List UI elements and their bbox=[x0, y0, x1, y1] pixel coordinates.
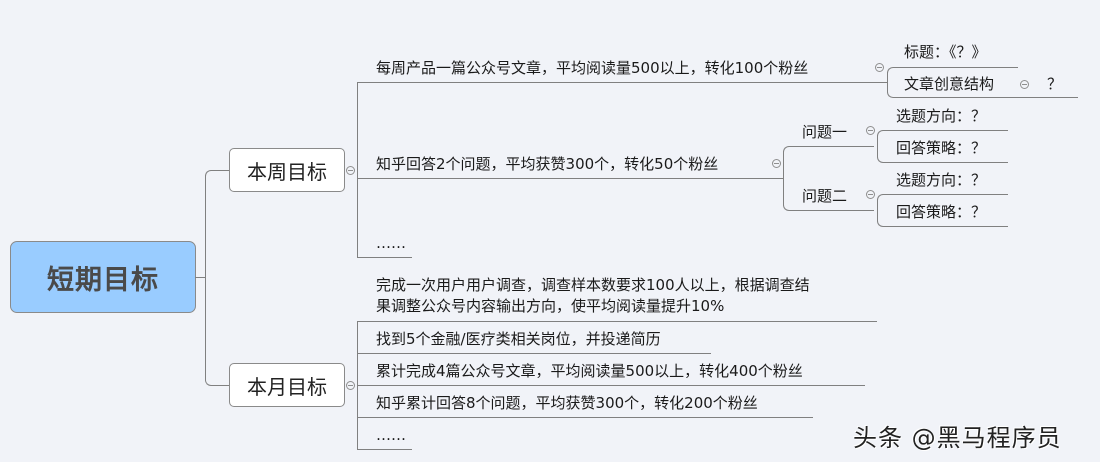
collapse-question-1-icon[interactable] bbox=[866, 126, 875, 135]
node-weekly-goals-label: 本周目标 bbox=[247, 159, 327, 184]
question-2[interactable]: 问题二 bbox=[802, 187, 848, 205]
node-monthly-goals-label: 本月目标 bbox=[247, 374, 327, 399]
collapse-structure-icon[interactable] bbox=[1020, 80, 1029, 89]
connector-q1-top bbox=[877, 130, 1008, 147]
connector-root bbox=[195, 277, 205, 278]
weekly-item-ellipsis[interactable]: …… bbox=[376, 234, 406, 252]
connector-q1-bottom bbox=[877, 146, 1008, 163]
collapse-weekly-item-1-icon[interactable] bbox=[875, 63, 884, 72]
monthly-item-1-line-1: 完成一次用户用户调查，调查样本数要求100人以上，根据调查结 bbox=[376, 276, 810, 294]
question-1-strategy[interactable]: 回答策略：？ bbox=[896, 139, 987, 157]
connector-weekly-vertical bbox=[357, 82, 358, 257]
monthly-item-4[interactable]: 知乎累计回答8个问题，平均获赞300个，转化200个粉丝 bbox=[376, 394, 758, 412]
connector-q2-top bbox=[877, 194, 1008, 211]
question-1[interactable]: 问题一 bbox=[802, 123, 848, 141]
monthly-item-5-underline bbox=[357, 449, 412, 450]
weekly-item-1-child-title[interactable]: 标题：《？》 bbox=[904, 43, 987, 61]
collapse-weekly-icon[interactable] bbox=[346, 166, 355, 175]
monthly-item-3[interactable]: 累计完成4篇公众号文章，平均阅读量500以上，转化400个粉丝 bbox=[376, 362, 803, 380]
connector-questions-top bbox=[783, 146, 874, 179]
monthly-item-1[interactable]: 完成一次用户用户调查，调查样本数要求100人以上，根据调查结 果调整公众号内容输… bbox=[376, 275, 876, 317]
weekly-item-1-child-structure[interactable]: 文章创意结构 bbox=[904, 75, 995, 93]
connector-trunk-top bbox=[205, 170, 230, 278]
question-2-topic[interactable]: 选题方向：？ bbox=[896, 171, 987, 189]
weekly-item-2[interactable]: 知乎回答2个问题，平均获赞300个，转化50个粉丝 bbox=[376, 155, 719, 173]
collapse-question-2-icon[interactable] bbox=[866, 190, 875, 199]
connector-questions-bottom bbox=[783, 178, 874, 211]
node-weekly-goals[interactable]: 本周目标 bbox=[229, 148, 345, 192]
root-node-label: 短期目标 bbox=[47, 264, 159, 296]
question-1-topic[interactable]: 选题方向：？ bbox=[896, 107, 987, 125]
collapse-monthly-icon[interactable] bbox=[346, 381, 355, 390]
collapse-weekly-item-2-icon[interactable] bbox=[772, 159, 781, 168]
monthly-item-4-underline bbox=[357, 417, 813, 418]
weekly-item-3-underline bbox=[357, 257, 412, 258]
monthly-item-2[interactable]: 找到5个金融/医疗类相关岗位，并投递简历 bbox=[376, 330, 661, 348]
node-monthly-goals[interactable]: 本月目标 bbox=[229, 363, 345, 407]
weekly-item-1[interactable]: 每周产品一篇公众号文章，平均阅读量500以上，转化100个粉丝 bbox=[376, 59, 809, 77]
connector-trunk-bottom bbox=[205, 277, 230, 386]
monthly-item-ellipsis[interactable]: …… bbox=[376, 426, 406, 444]
connector-item1-children-bottom bbox=[887, 82, 1078, 98]
question-2-strategy[interactable]: 回答策略：？ bbox=[896, 203, 987, 221]
root-node-short-term-goals[interactable]: 短期目标 bbox=[10, 241, 196, 313]
watermark: 头条 @黑马程序员 bbox=[853, 424, 1062, 452]
monthly-item-3-underline bbox=[357, 385, 865, 386]
connector-q2-bottom bbox=[877, 210, 1008, 227]
weekly-item-2-underline bbox=[357, 178, 783, 179]
weekly-item-1-structure-value[interactable]: ？ bbox=[1047, 75, 1063, 93]
monthly-item-1-underline bbox=[357, 321, 877, 322]
monthly-item-1-line-2: 果调整公众号内容输出方向，使平均阅读量提升10% bbox=[376, 297, 725, 315]
monthly-item-2-underline bbox=[357, 353, 711, 354]
connector-item1-children-top bbox=[887, 67, 1018, 83]
weekly-item-1-underline bbox=[357, 82, 887, 83]
